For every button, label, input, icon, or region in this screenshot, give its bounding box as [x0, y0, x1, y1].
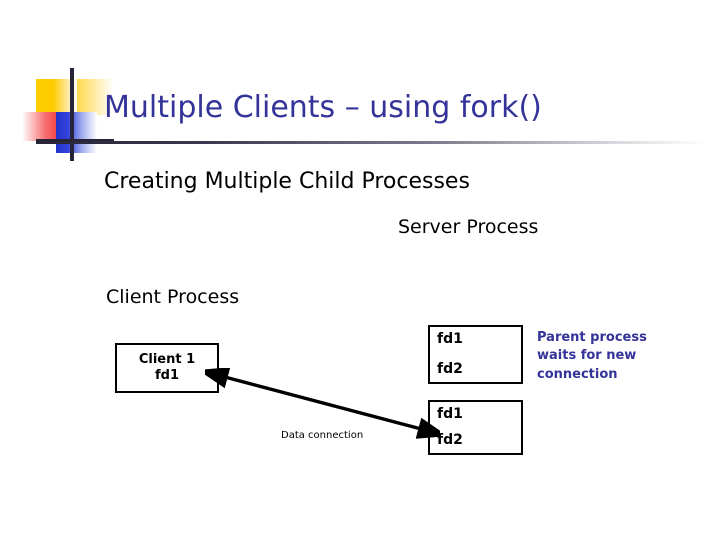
server-box-child: fd1 fd2 — [428, 400, 523, 455]
page-title: Multiple Clients – using fork() — [104, 90, 542, 125]
data-connection-label: Data connection — [281, 430, 364, 441]
parent-process-note: Parent process waits for new connection — [537, 330, 647, 382]
decor-yellow-fade — [77, 79, 113, 115]
data-connection-arrow — [205, 368, 440, 439]
server-box-parent: fd1 fd2 — [428, 325, 523, 384]
client-box: Client 1 fd1 — [115, 343, 219, 393]
server-process-label: Server Process — [398, 216, 539, 238]
client-box-line1: Client 1 — [138, 351, 196, 367]
server-box-parent-fd2: fd2 — [437, 360, 463, 377]
server-box-child-fd1: fd1 — [437, 406, 463, 422]
server-box-parent-fd1: fd1 — [437, 331, 463, 347]
title-underline-rule — [36, 141, 704, 144]
client-process-label: Client Process — [106, 286, 240, 308]
slide-subtitle: Creating Multiple Child Processes — [104, 169, 470, 194]
decor-blue-square — [56, 112, 97, 153]
server-box-child-fd2: fd2 — [437, 431, 463, 448]
client-box-line2: fd1 — [154, 368, 179, 383]
decor-vertical-line — [70, 68, 74, 161]
